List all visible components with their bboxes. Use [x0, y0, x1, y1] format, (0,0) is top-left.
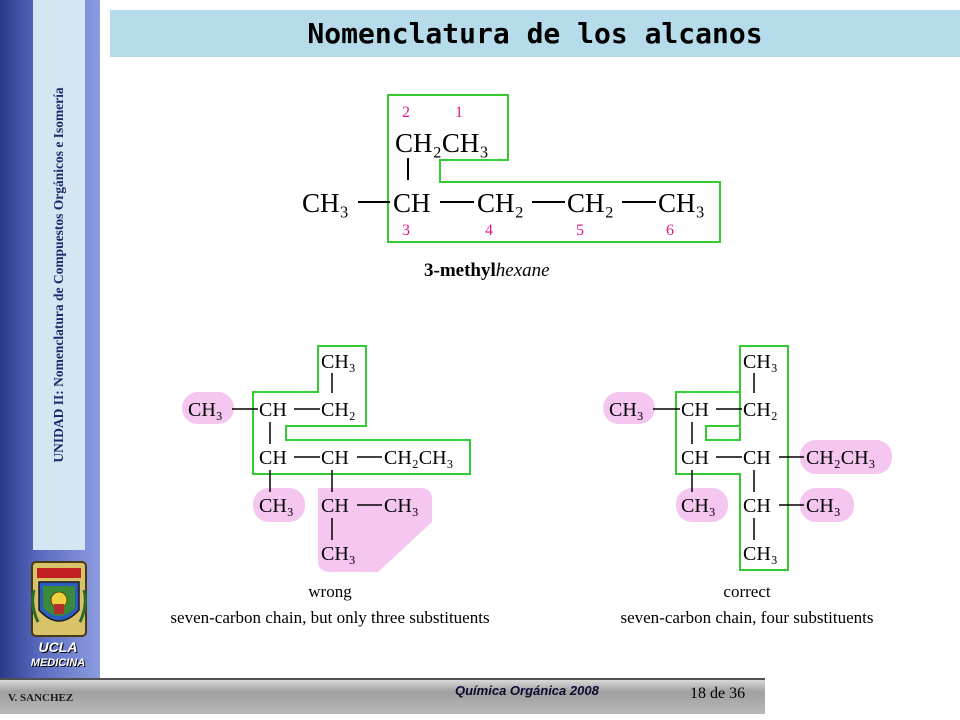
- slide-title: Nomenclatura de los alcanos: [307, 17, 763, 50]
- atom-ch2-a: CH₂: [477, 188, 524, 218]
- faculty-label: MEDICINA: [30, 657, 86, 669]
- institution-label: UCLA: [38, 639, 78, 655]
- top-chain-box: [387, 94, 721, 243]
- atom-ch: CH: [393, 188, 431, 218]
- correct-molecule: CH₃ CH₃ CH CH₂ CH CH CH₂CH₃ CH₃ CH CH₃ C…: [603, 345, 892, 627]
- correct-ch3-bottom: CH₃: [743, 543, 778, 565]
- substituent-highlight-left: [182, 392, 234, 424]
- correct-ch-4: CH: [743, 495, 771, 517]
- correct-ch-3: CH: [743, 447, 771, 469]
- correct-ch3-top: CH₃: [743, 351, 778, 373]
- correct-substituent-right: [800, 488, 854, 522]
- atom-ch2-b: CH₂: [567, 188, 614, 218]
- top-molecule: 2 1 CH₂CH₃ CH₃ CH CH₂ CH₂ CH₃ 3 4 5 6 3-…: [302, 94, 721, 281]
- correct-ch2-1: CH₂: [743, 399, 778, 421]
- wrong-ch2-1: CH₂: [321, 399, 356, 421]
- page-indicator: 18 de 36: [690, 685, 745, 703]
- wrong-label: wrong: [308, 582, 352, 601]
- locant-1: 1: [455, 104, 463, 121]
- iupac-name-parent: hexane: [496, 260, 550, 281]
- correct-ch2ch3: CH₂CH₃: [806, 447, 876, 469]
- correct-ch3-low: CH₃: [681, 495, 716, 517]
- wrong-ch-1: CH: [259, 399, 287, 421]
- wrong-chain-box: [252, 345, 471, 475]
- correct-substituent-ethyl: [800, 440, 892, 474]
- footer-bar: V. SANCHEZ Química Orgánica 2008 18 de 3…: [0, 678, 765, 714]
- substituent-highlight-low: [253, 488, 305, 522]
- correct-substituent-left: [603, 392, 655, 424]
- iupac-name-prefix: 3-methyl: [424, 260, 496, 281]
- correct-ch3-right: CH₃: [806, 495, 841, 517]
- wrong-ch3-low: CH₃: [259, 495, 294, 517]
- wrong-molecule: CH₃ CH₃ CH CH₂ CH CH CH₂CH₃ CH₃ CH CH₃ C…: [170, 345, 490, 627]
- correct-label: correct: [723, 582, 770, 601]
- correct-substituent-low: [676, 488, 728, 522]
- page-separator: de: [710, 685, 726, 702]
- nomenclature-diagram: 2 1 CH₂CH₃ CH₃ CH CH₂ CH₂ CH₃ 3 4 5 6 3-…: [170, 94, 892, 627]
- wrong-ch-4: CH: [321, 495, 349, 517]
- iupac-name: 3-methylhexane: [424, 260, 550, 281]
- wrong-ch3-right: CH₃: [384, 495, 419, 517]
- locant-2: 2: [402, 104, 410, 121]
- course-label: Química Orgánica 2008: [455, 683, 599, 698]
- atom-ch3-left: CH₃: [302, 188, 349, 218]
- correct-ch3-left: CH₃: [609, 399, 644, 421]
- atom-ch3-right: CH₃: [658, 188, 705, 218]
- wrong-ch-3: CH: [321, 447, 349, 469]
- correct-ch-2: CH: [681, 447, 709, 469]
- author-label: V. SANCHEZ: [8, 692, 74, 704]
- wrong-ch3-left: CH₃: [188, 399, 223, 421]
- wrong-ch3-bottom: CH₃: [321, 543, 356, 565]
- locant-5: 5: [576, 222, 584, 239]
- wrong-caption: seven-carbon chain, but only three subst…: [170, 608, 489, 627]
- wrong-ch-2: CH: [259, 447, 287, 469]
- substituent-highlight-isopropyl: [318, 488, 432, 572]
- locant-4: 4: [485, 222, 493, 239]
- atom-ch2ch3: CH₂CH₃: [395, 128, 489, 158]
- locant-6: 6: [666, 222, 674, 239]
- title-bar: Nomenclatura de los alcanos: [110, 10, 960, 57]
- sidebar-panel: [33, 0, 85, 550]
- correct-chain-box: [675, 345, 789, 571]
- correct-caption: seven-carbon chain, four substituents: [620, 608, 873, 627]
- page-total: 36: [729, 685, 746, 702]
- locant-3: 3: [402, 222, 410, 239]
- ucla-crest-icon: [31, 561, 87, 637]
- sidebar: UNIDAD II: Nomenclatura de Compuestos Or…: [0, 0, 100, 678]
- correct-ch-1: CH: [681, 399, 709, 421]
- wrong-ch2ch3: CH₂CH₃: [384, 447, 454, 469]
- wrong-ch3-top: CH₃: [321, 351, 356, 373]
- page-number: 18: [690, 685, 706, 702]
